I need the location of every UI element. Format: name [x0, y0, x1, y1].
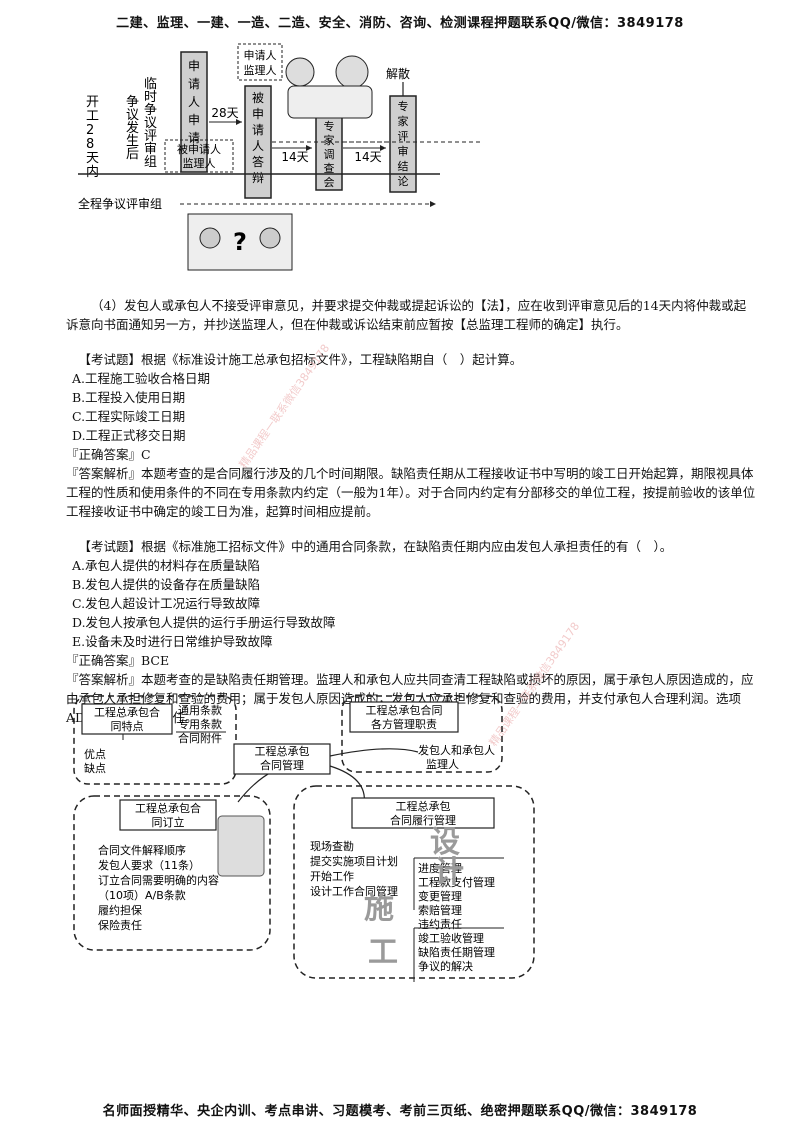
applicant-box: [180, 51, 208, 173]
mindmap-list-item: 发包人要求（11条）: [98, 858, 200, 872]
mindmap-text: 同特点: [111, 719, 144, 733]
mindmap-list-item: 违约责任: [418, 918, 462, 931]
q1-answer: 『正确答案』C: [66, 447, 151, 462]
mindmap-text: 计: [434, 855, 464, 890]
q2-option: D.发包人按承包人提供的运行手册运行导致故障: [72, 615, 336, 630]
svg-text:?: ?: [233, 228, 247, 256]
top-dashed-box: [237, 43, 283, 81]
flow-dispute-text: 争议发生后: [126, 95, 139, 162]
dissolve-label: 解散: [386, 66, 410, 81]
center-node: [233, 743, 331, 775]
svg-text:全程争议评审组: 全程争议评审组: [78, 196, 162, 211]
mindmap-text: 工程总承包合: [94, 705, 160, 719]
mindmap-text: 合同附件: [178, 731, 222, 745]
mindmap-text: 同订立: [152, 815, 185, 829]
svg-text:14天: 14天: [354, 150, 381, 164]
mindmap-text: 通用条款: [178, 703, 222, 717]
mindmap-text: 施: [364, 891, 394, 926]
mindmap-list-item: 进度管理: [418, 861, 462, 875]
mindmap-text: 专用条款: [178, 717, 222, 731]
mindmap-text: 监理人: [426, 758, 459, 771]
flow-conc-text: 专家评审结论: [398, 99, 409, 188]
q1-stem: 【考试题】根据《标准设计施工总承包招标文件》，工程缺陷期自（ ）起计算。: [78, 352, 523, 367]
expert-survey-box: [315, 115, 343, 191]
svg-text:监理人: 监理人: [183, 157, 216, 170]
q2-option: E.设备未及时进行日常维护导致故障: [72, 634, 273, 649]
text-body: （4）发包人或承包人不接受评审意见，并要求提交仲裁或提起诉讼的【法】，应在收到评…: [66, 296, 756, 727]
flow-ans-text: 被申请人答辩: [252, 91, 264, 185]
mindmap-list-item: 争议的解决: [418, 959, 473, 973]
mindmap-list-item: 缺陷责任期管理: [418, 945, 495, 959]
flow-surv-text: 专家调查会: [324, 119, 335, 189]
mindmap-text: 合同履行管理: [390, 813, 456, 827]
mindmap-text: 工程总承包: [255, 744, 310, 758]
q2-option: B.发包人提供的设备存在质量缺陷: [72, 577, 261, 592]
mindmap-list-item: 索赔管理: [418, 903, 462, 917]
mindmap-list-item: 现场查勘: [310, 839, 354, 853]
mindmap-list-item: 开始工作: [310, 869, 354, 883]
q1-option: D.工程正式移交日期: [72, 428, 186, 443]
mindmap-text: 工程总承包合同: [366, 703, 443, 717]
svg-text:14天: 14天: [281, 150, 308, 164]
cartoon-people-bottom: ?: [187, 213, 293, 271]
q1-option: A.工程施工验收合格日期: [72, 371, 211, 386]
mindmap-text: 工: [368, 935, 398, 970]
mindmap-list-item: 设计工作合同管理: [310, 884, 398, 898]
flow-temp-text: 临时争议评审组: [144, 77, 157, 170]
mindmap-text: 各方管理职责: [371, 717, 437, 731]
mindmap-list-item: 履约担保: [98, 903, 142, 917]
portrait-image: [217, 815, 265, 877]
q1-option: C.工程实际竣工日期: [72, 409, 186, 424]
cartoon-people-top: [285, 55, 373, 119]
q1-analysis: 『答案解析』本题考查的是合同履行涉及的几个时间期限。缺陷责任期从工程接收证书中写…: [66, 466, 756, 519]
mindmap-list-item: 提交实施项目计划: [310, 854, 398, 868]
respondent-answer-box: [244, 85, 272, 199]
mindmap-list-item: 工程款支付管理: [418, 875, 495, 889]
svg-text:被申请人: 被申请人: [177, 143, 221, 156]
q2-option: A.承包人提供的材料存在质量缺陷: [72, 558, 261, 573]
mindmap-list-item: 保险责任: [98, 918, 142, 932]
page-header: 二建、监理、一建、一造、二造、安全、消防、咨询、检测课程押题联系QQ/微信：38…: [116, 16, 684, 31]
q1-option: B.工程投入使用日期: [72, 390, 186, 405]
q2-answer: 『正确答案』BCE: [66, 653, 170, 668]
mindmap-text: 缺点: [84, 761, 106, 775]
q2-option: C.发包人超设计工况运行导致故障: [72, 596, 261, 611]
mindmap-list-item: 合同文件解释顺序: [98, 843, 186, 857]
expert-conclusion-box: [389, 95, 417, 193]
flow-app-text: 申请人申请: [188, 59, 200, 145]
mindmap-text: 发包人和承包人: [418, 743, 495, 757]
mindmap-text: 设: [430, 825, 460, 860]
contract-mindmap: 工程总承包 合同管理 工程总承包合 同特点 通用条款 专用条款 合同附件 优点 …: [73, 695, 535, 982]
mindmap-text: 工程总承包合: [135, 801, 201, 815]
mindmap-text: 合同管理: [260, 758, 304, 772]
mindmap-list-item: 变更管理: [418, 889, 462, 903]
mindmap-list-item: （10项）A/B条款: [98, 888, 186, 902]
para-4: （4）发包人或承包人不接受评审意见，并要求提交仲裁或提起诉讼的【法】，应在收到评…: [66, 298, 747, 332]
temp-board-label: 临时争议评审组: [144, 77, 157, 170]
mindmap-list-item: 订立合同需要明确的内容: [98, 873, 219, 887]
mindmap-text: 优点: [84, 748, 106, 761]
dispute-label: 争议发生后: [126, 95, 139, 162]
mindmap-text: 工程总承包: [396, 799, 451, 813]
svg-text:28天: 28天: [211, 106, 238, 120]
svg-text:申请人: 申请人: [244, 49, 277, 62]
q2-stem: 【考试题】根据《标准施工招标文件》中的通用合同条款，在缺陷责任期内应由发包人承担…: [78, 539, 673, 554]
mindmap-list-item: 竣工验收管理: [418, 931, 484, 945]
page-footer: 名师面授精华、央企内训、考点串讲、习题模考、考前三页纸、绝密押题联系QQ/微信：…: [102, 1104, 698, 1119]
svg-text:监理人: 监理人: [244, 64, 277, 77]
